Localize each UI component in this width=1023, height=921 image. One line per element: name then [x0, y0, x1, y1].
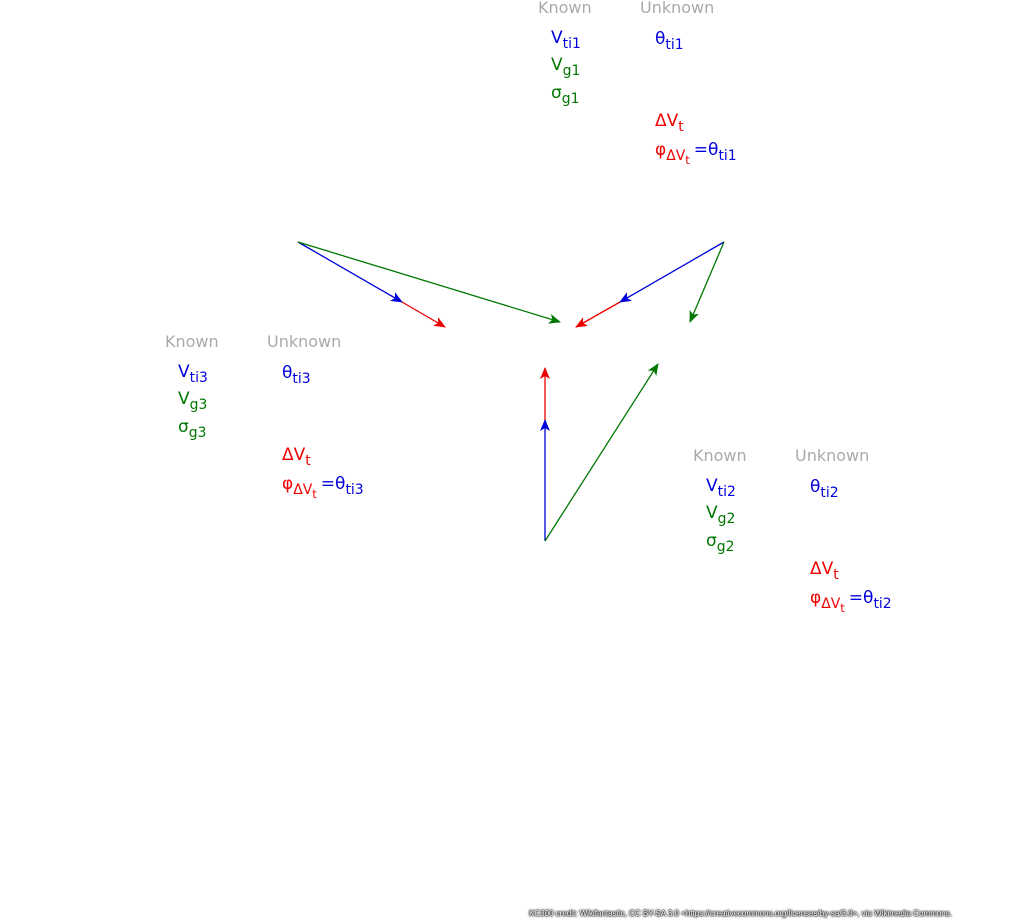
unknown-header: Unknown: [640, 0, 715, 17]
known-sigma-g3: σg3: [178, 417, 207, 441]
known-vti3: Vti3: [178, 362, 208, 386]
vector-dvt-case3: [401, 301, 446, 328]
known-sigma-g1: σg1: [551, 83, 580, 107]
unknown-header: Unknown: [795, 446, 870, 465]
known-vti1: Vti1: [551, 28, 581, 52]
phi-eq-3: φΔVt=θti3: [282, 474, 364, 501]
phi-eq-1: φΔVt=θti1: [655, 140, 737, 167]
vector-dvt-case1: [575, 301, 621, 328]
unknown-theta-ti1: θti1: [655, 29, 684, 53]
known-header: Known: [693, 446, 747, 465]
known-vg3: Vg3: [178, 389, 208, 413]
unknown-theta-ti3: θti3: [282, 363, 311, 387]
delta-vt-3: ΔVt: [282, 445, 311, 469]
delta-vt-1: ΔVt: [655, 111, 684, 135]
delta-vt-2: ΔVt: [810, 559, 839, 583]
known-vti2: Vti2: [706, 476, 736, 500]
known-sigma-g2: σg2: [706, 531, 735, 555]
known-header: Known: [165, 332, 219, 351]
phi-eq-2: φΔVt=θti2: [810, 588, 892, 615]
unknown-header: Unknown: [267, 332, 342, 351]
vector-vg-case3: [297, 241, 561, 324]
vector-vg-case1: [689, 241, 725, 323]
vector-vti-case1: [619, 241, 725, 303]
vector-vg-case2: [544, 363, 659, 542]
unknown-theta-ti2: θti2: [810, 477, 839, 501]
attribution-credit: KC300 credit: Wikifantastic, CC BY-SA 3.…: [529, 909, 952, 918]
known-vg2: Vg2: [706, 503, 736, 527]
vector-vti-case3: [297, 241, 403, 303]
known-header: Known: [538, 0, 592, 17]
known-vg1: Vg1: [551, 55, 581, 79]
